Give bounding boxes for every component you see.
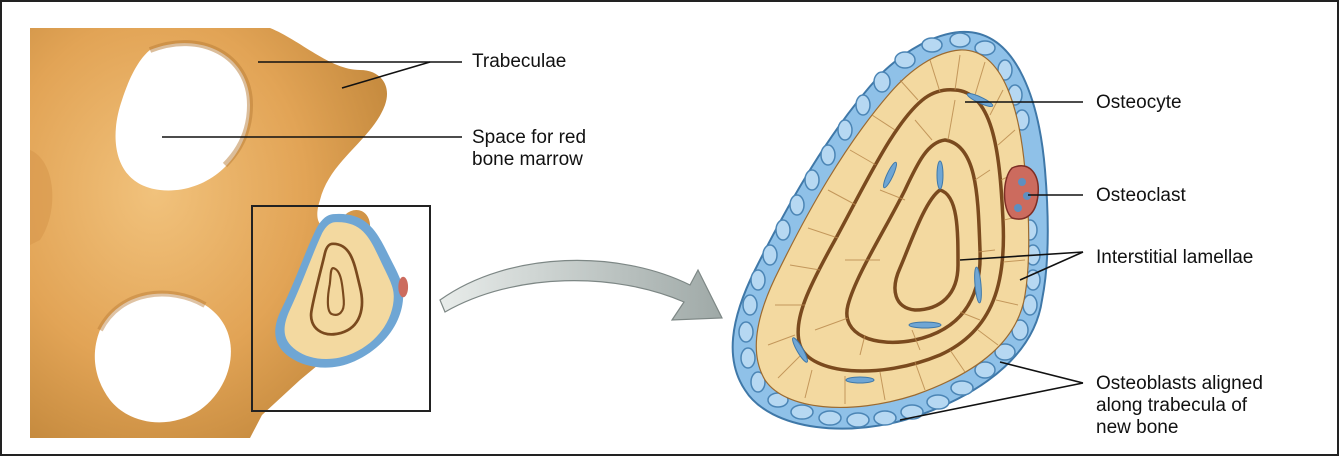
label-osteocyte: Osteocyte	[1096, 92, 1182, 113]
mini-trabecula	[275, 213, 409, 368]
enlarged-trabecula	[731, 30, 1049, 430]
label-trabeculae: Trabeculae	[472, 51, 567, 72]
lamellae-rings	[796, 88, 1006, 373]
zoom-arrow	[439, 259, 723, 321]
label-space-line2: bone marrow	[472, 149, 583, 170]
label-osteoblasts-line3: new bone	[1096, 417, 1179, 438]
label-osteoclast: Osteoclast	[1096, 185, 1186, 206]
trabeculae-illustration	[30, 28, 388, 438]
label-osteoblasts-line2: along trabecula of	[1096, 395, 1248, 416]
label-interstitial-lamellae: Interstitial lamellae	[1096, 247, 1254, 268]
label-osteoblasts-line1: Osteoblasts aligned	[1096, 373, 1263, 394]
osteoclast-cell	[1003, 165, 1039, 220]
osteocyte-lacunae	[792, 92, 994, 384]
label-space-line1: Space for red	[472, 127, 587, 148]
leader-lines	[162, 61, 1084, 421]
inset-box	[251, 205, 431, 412]
